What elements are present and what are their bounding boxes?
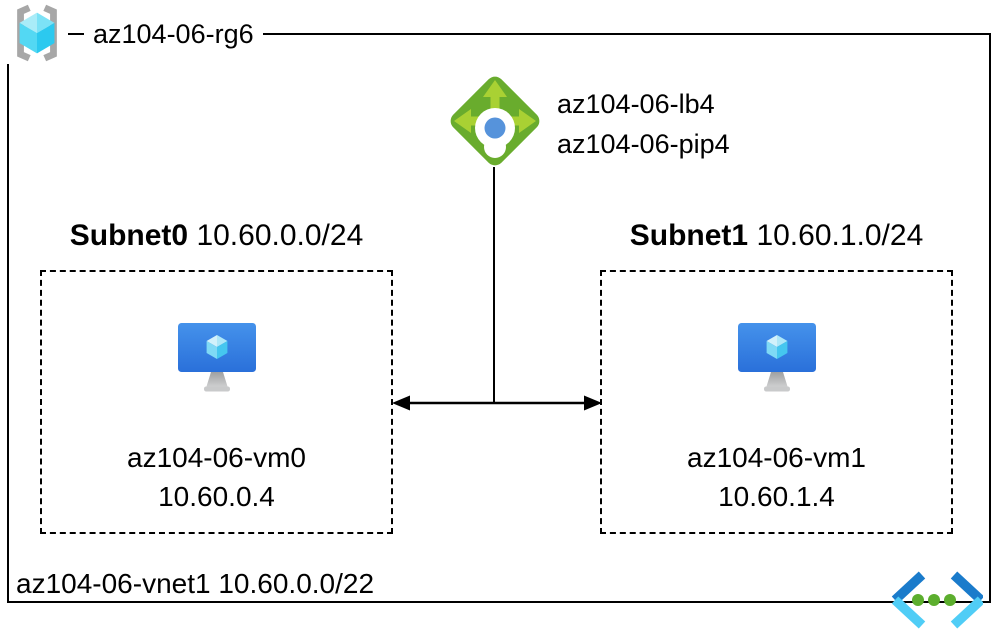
- vm1-icon: [737, 323, 816, 392]
- resource-group-label: az104-06-rg6: [84, 16, 263, 52]
- subnet0-cidr: 10.60.0.0/24: [196, 219, 364, 252]
- load-balancer-icon: [450, 76, 540, 166]
- subnet1-label: Subnet1 10.60.1.0/24: [600, 219, 953, 253]
- resource-group-box: [7, 33, 991, 603]
- subnet0-label: Subnet0 10.60.0.0/24: [40, 219, 393, 253]
- vm0-ip: 10.60.0.4: [158, 481, 275, 512]
- subnet0-name: Subnet0: [69, 219, 189, 252]
- resource-group-icon: [6, 2, 68, 64]
- subnet1-box: az104-06-vm1 10.60.1.4: [600, 270, 953, 534]
- virtual-network-icon: [891, 571, 983, 629]
- subnet1-name: Subnet1: [629, 219, 749, 252]
- vm0-icon: [177, 323, 256, 392]
- vnet-cidr: 10.60.0.0/22: [218, 568, 375, 599]
- subnet0-box: az104-06-vm0 10.60.0.4: [40, 270, 393, 534]
- subnet1-cidr: 10.60.1.0/24: [756, 219, 924, 252]
- vm0-labels: az104-06-vm0 10.60.0.4: [127, 438, 306, 516]
- vm1-name: az104-06-vm1: [687, 442, 866, 473]
- vm1-ip: 10.60.1.4: [718, 481, 835, 512]
- public-ip-name: az104-06-pip4: [557, 129, 730, 159]
- vnet-name: az104-06-vnet1: [16, 568, 211, 599]
- vm1-labels: az104-06-vm1 10.60.1.4: [687, 438, 866, 516]
- vnet-label: az104-06-vnet1 10.60.0.0/22: [16, 566, 374, 602]
- subnet-connector-arrow: [392, 395, 602, 411]
- lb-connector-line: [493, 167, 495, 404]
- vm0-name: az104-06-vm0: [127, 442, 306, 473]
- load-balancer-labels: az104-06-lb4 az104-06-pip4: [557, 84, 730, 164]
- load-balancer-name: az104-06-lb4: [557, 89, 715, 119]
